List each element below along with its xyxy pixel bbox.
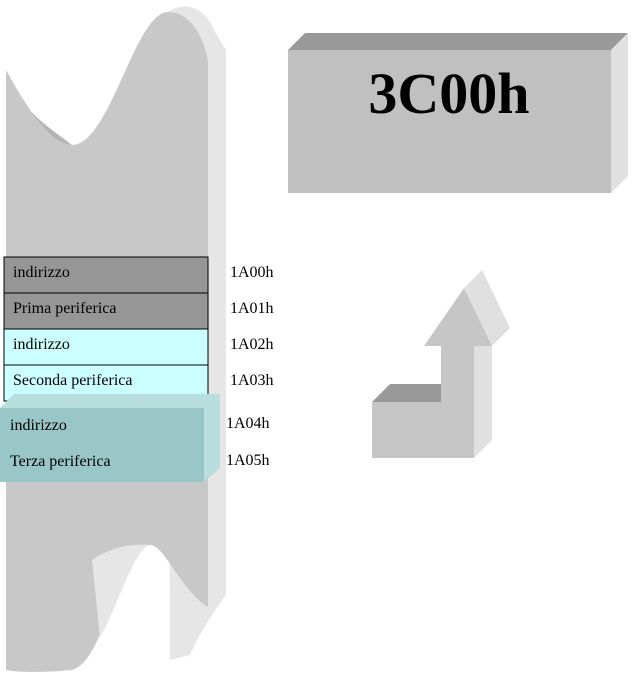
- arrow-face: [372, 288, 492, 458]
- highlighted-cell-side: [204, 394, 220, 482]
- highlighted-cell-top: [0, 394, 220, 408]
- memory-cell-label: Terza periferica: [10, 453, 111, 470]
- memory-cell-label: indirizzo: [13, 264, 70, 281]
- memory-cell-address: 1A02h: [230, 336, 274, 353]
- memory-cell-address: 1A05h: [226, 452, 270, 469]
- memory-cell-label: Seconda periferica: [13, 372, 132, 389]
- memory-cell-address: 1A01h: [230, 300, 274, 317]
- memory-cell: [3, 328, 209, 366]
- register-box-side: [611, 33, 628, 193]
- register-box-face: [288, 50, 611, 193]
- arrow-head-side: [464, 270, 510, 346]
- memory-cell-address: 1A04h: [226, 415, 270, 432]
- memory-cell-label: indirizzo: [13, 336, 70, 353]
- arrow-bar-top: [372, 384, 441, 402]
- up-arrow-icon: [372, 270, 510, 458]
- memory-cell-highlighted: [0, 445, 204, 482]
- memory-cells: indirizzo 1A00h Prima periferica 1A01h i…: [0, 256, 274, 482]
- register-box: 3C00h: [288, 33, 628, 193]
- memory-cell: [3, 292, 209, 330]
- register-box-top: [288, 33, 628, 50]
- register-value: 3C00h: [368, 61, 529, 126]
- memory-tape-bottom-shade: [92, 544, 150, 638]
- arrow-shaft-side: [474, 328, 492, 458]
- memory-cell-label: indirizzo: [10, 417, 67, 434]
- memory-cell-label: Prima periferica: [13, 300, 117, 317]
- memory-cell: [3, 256, 209, 294]
- memory-cell-address: 1A00h: [230, 264, 274, 281]
- memory-cell-address: 1A03h: [230, 372, 274, 389]
- memory-cell-highlighted: [0, 408, 204, 445]
